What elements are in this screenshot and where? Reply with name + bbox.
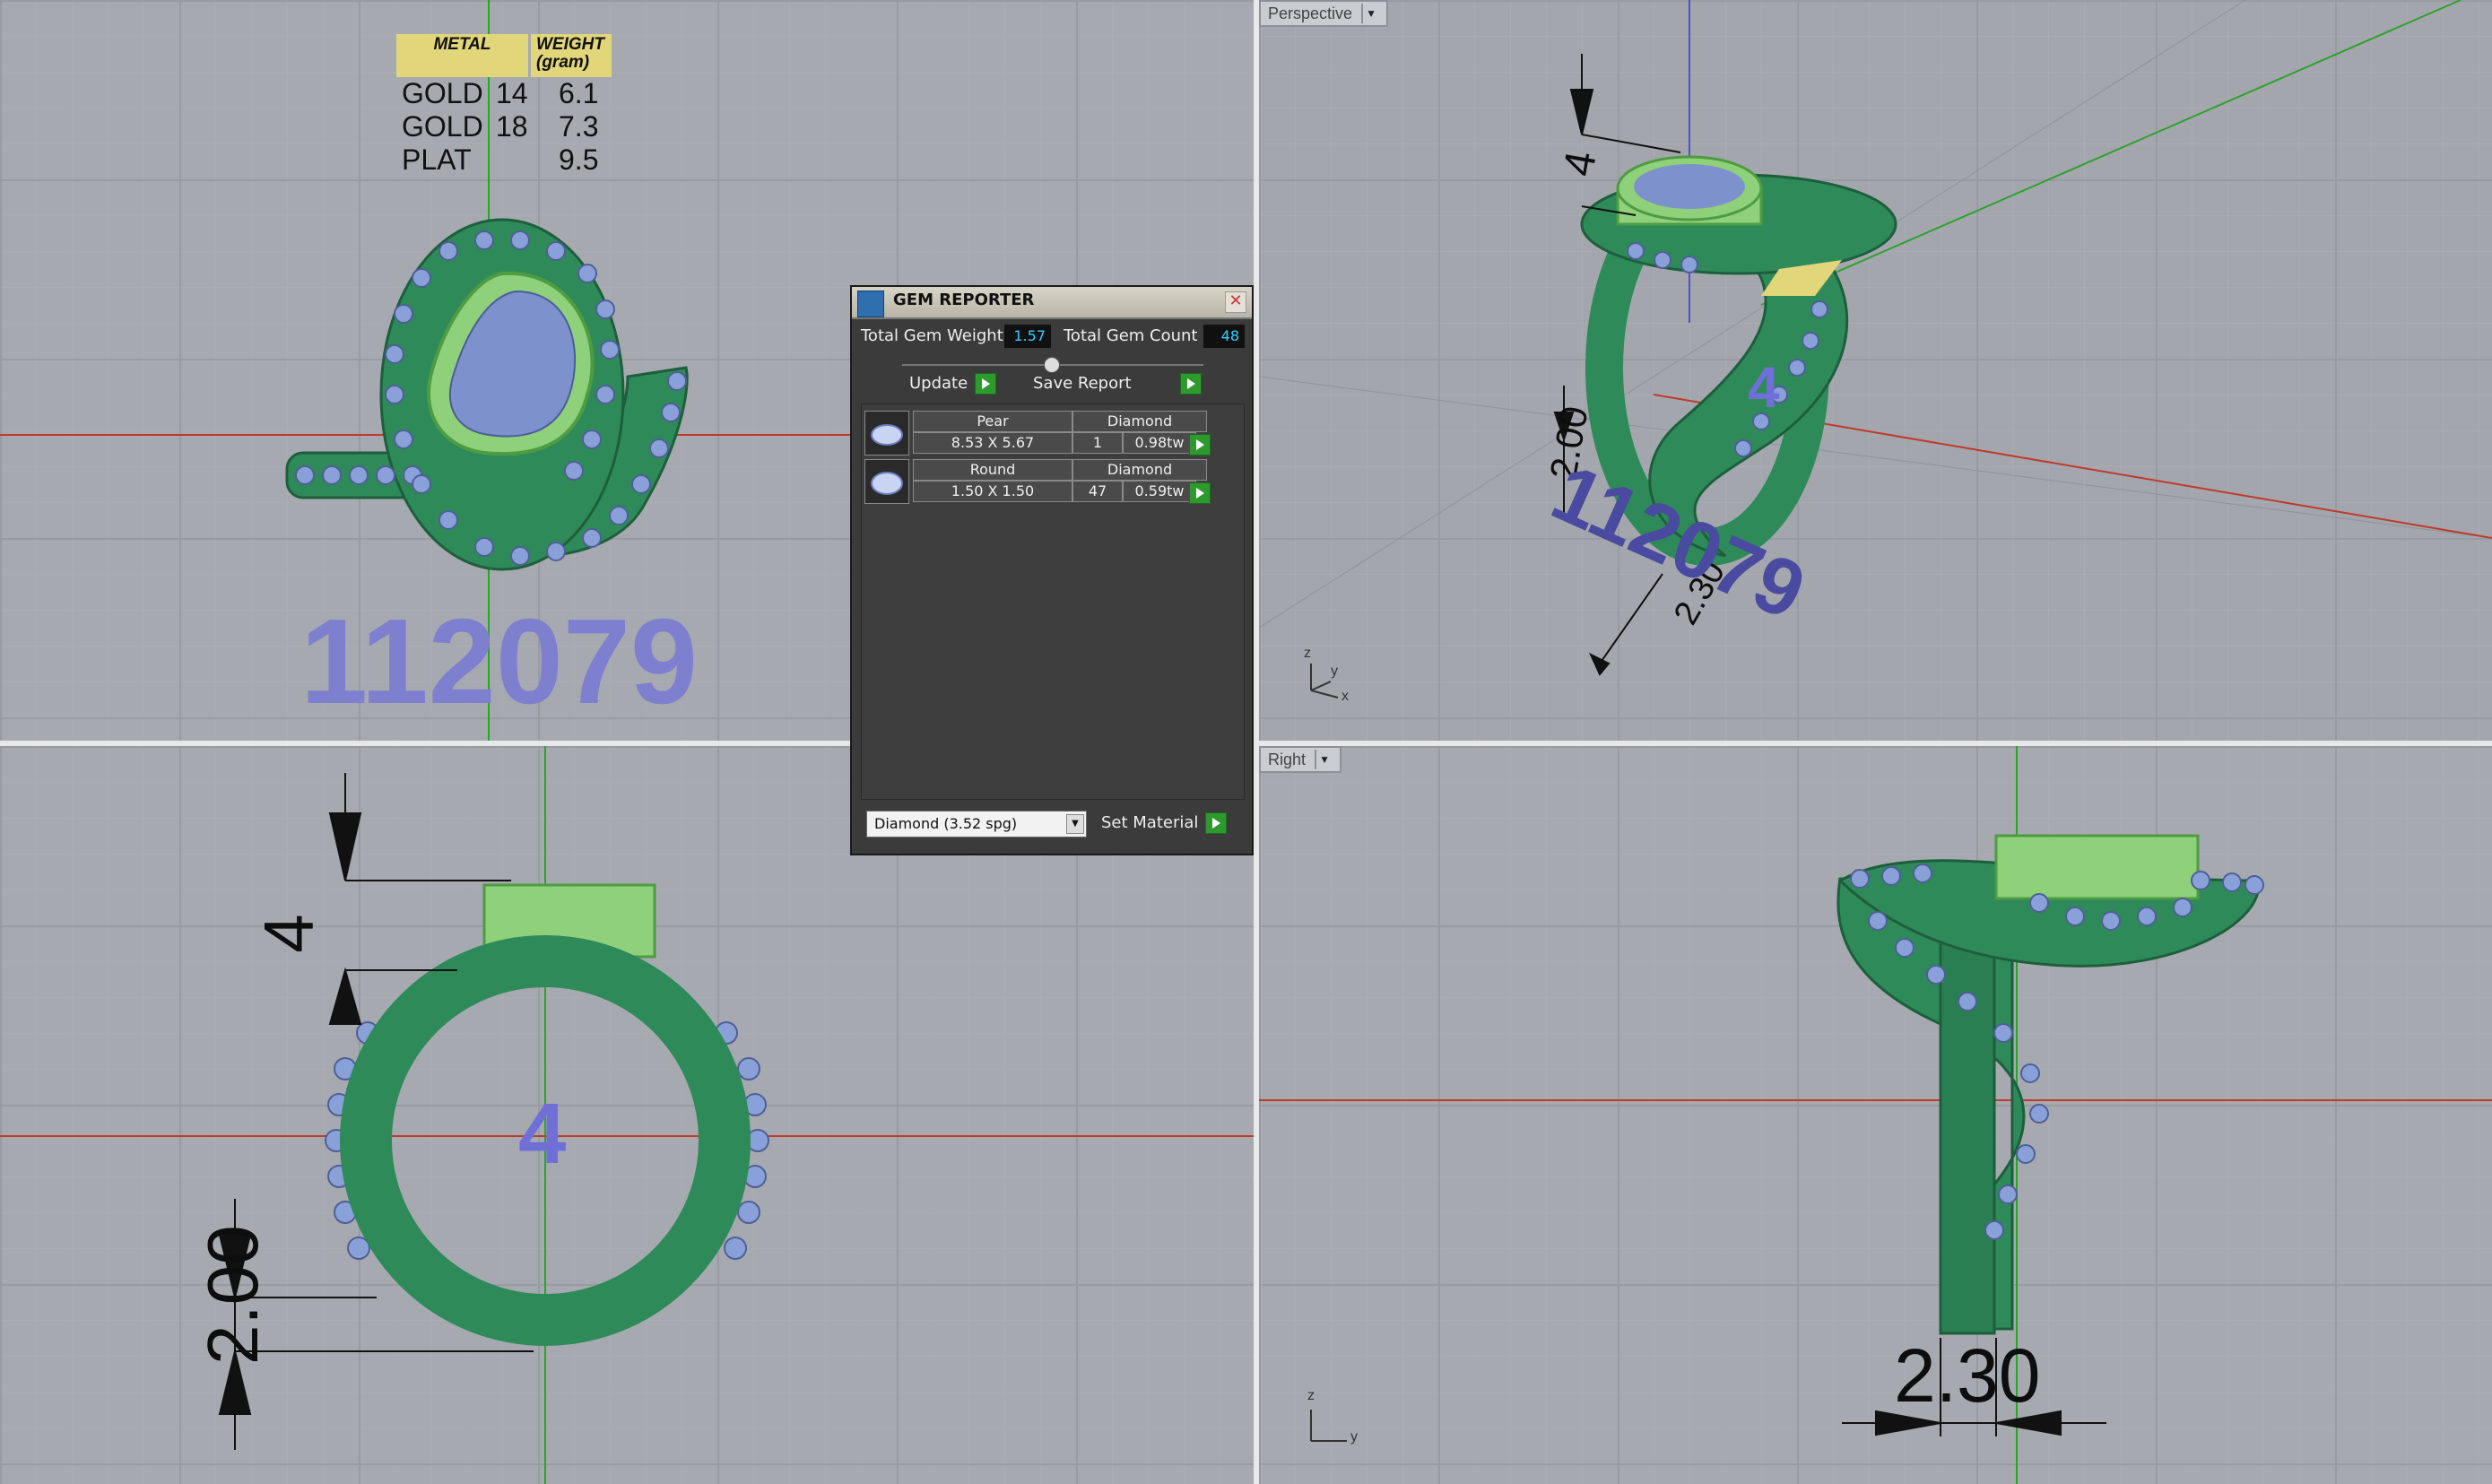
shank-width-dim-front: 2.00 <box>193 1225 273 1365</box>
play-icon <box>975 373 997 395</box>
total-gem-count-label: Total Gem Count <box>1064 326 1198 345</box>
material-select[interactable]: Diamond (3.52 spg)▼ <box>866 811 1087 837</box>
select-gem-button[interactable] <box>1189 482 1211 504</box>
dimension-lines-front <box>218 773 534 1450</box>
gem-reporter-app-icon <box>857 291 884 317</box>
play-icon <box>1179 373 1202 395</box>
front-view-canvas <box>0 746 1254 1484</box>
dimension-lines-right <box>1842 1338 2106 1436</box>
model-id-label: 112079 <box>300 594 699 729</box>
pear-gem-icon <box>864 411 909 456</box>
ring-size-label-front: 4 <box>518 1086 567 1182</box>
melee-stones-front <box>325 1021 769 1260</box>
select-gem-button[interactable] <box>1189 434 1211 456</box>
total-gem-weight-label: Total Gem Weight <box>861 326 1003 345</box>
top-view-canvas <box>0 0 1254 741</box>
save-report-button[interactable]: Save Report <box>1033 373 1202 396</box>
perspective-viewport[interactable]: Perspective▼ 4 2.00 2.30 4 112079 <box>1259 0 2492 741</box>
gem-reporter-panel[interactable]: GEM REPORTER ✕ Total Gem Weight 1.57 Tot… <box>850 285 1254 855</box>
slider-handle[interactable] <box>1044 357 1060 373</box>
viewport-label-perspective[interactable]: Perspective▼ <box>1259 0 1389 27</box>
pear-gem <box>448 290 577 438</box>
gem-row-pear[interactable]: Pear Diamond 8.53 X 5.67 1 0.98tw <box>864 411 1211 456</box>
melee-stones-right <box>1850 863 2264 1240</box>
chevron-down-icon[interactable]: ▼ <box>1066 814 1084 834</box>
update-button[interactable]: Update <box>909 373 997 396</box>
perspective-canvas <box>1259 0 2492 676</box>
weight-header: WEIGHT(gram) <box>531 34 612 77</box>
ring-side <box>1836 834 2261 1335</box>
shank-front <box>340 935 751 1346</box>
round-gem-icon <box>864 459 909 504</box>
ring-size-label-perspective: 4 <box>1748 355 1780 420</box>
play-icon <box>1205 812 1228 834</box>
chevron-down-icon[interactable]: ▼ <box>1361 4 1379 23</box>
melee-stones <box>295 230 687 566</box>
gem-reporter-title: GEM REPORTER <box>893 291 1035 309</box>
metal-header: METAL <box>396 34 531 77</box>
front-viewport[interactable]: 4 2.00 4 <box>0 746 1254 1484</box>
chevron-down-icon[interactable]: ▼ <box>1315 750 1333 769</box>
weight-table-perspective <box>1761 260 1842 296</box>
dimension-lines-perspective <box>1553 54 1681 676</box>
close-icon[interactable]: ✕ <box>1225 291 1246 313</box>
total-gem-count-value: 48 <box>1203 325 1245 348</box>
gem-reporter-titlebar[interactable]: GEM REPORTER ✕ <box>852 287 1252 319</box>
shank-thickness-dim-right: 2.30 <box>1894 1333 2041 1418</box>
viewport-label-right[interactable]: Right▼ <box>1259 746 1342 773</box>
total-gem-weight-value: 1.57 <box>1004 325 1051 348</box>
right-view-canvas <box>1259 746 2492 1484</box>
set-material-button[interactable]: Set Material <box>1101 812 1228 836</box>
gem-row-round[interactable]: Round Diamond 1.50 X 1.50 47 0.59tw <box>864 459 1211 504</box>
head-height-dim-front: 4 <box>248 914 328 953</box>
right-viewport[interactable]: Right▼ 2.30 z y <box>1259 746 2492 1484</box>
